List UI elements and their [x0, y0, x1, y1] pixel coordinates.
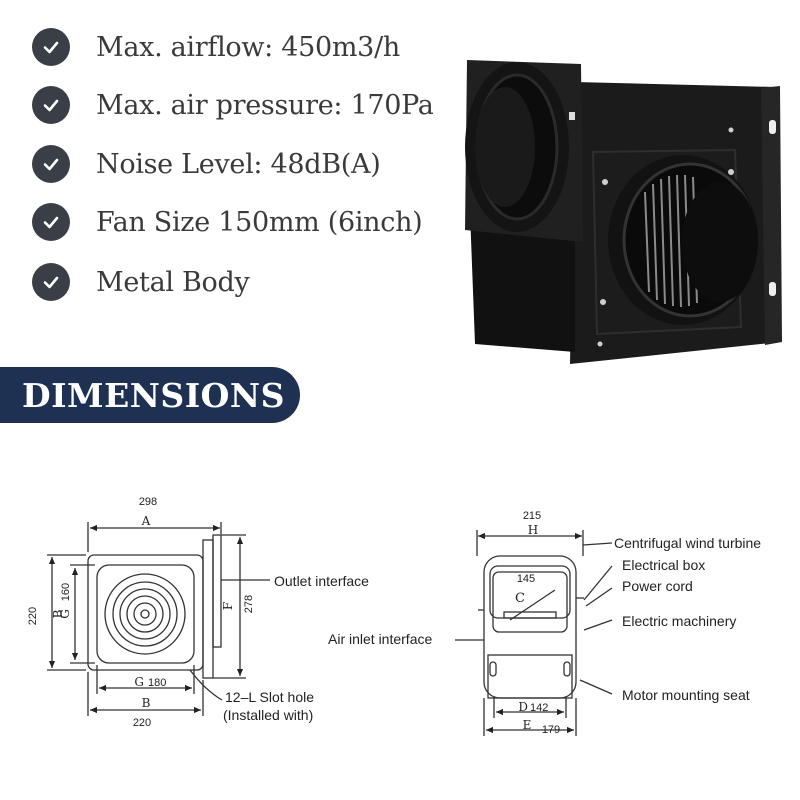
dim-179: 179	[542, 724, 560, 736]
letter-g-side: G	[58, 609, 72, 619]
letter-a: A	[141, 514, 151, 528]
dim-220-bottom: 220	[133, 717, 151, 729]
feature-text: Max. air pressure: 170Pa	[96, 89, 434, 121]
turbine-label: Centrifugal wind turbine	[614, 535, 761, 551]
feature-item: Max. air pressure: 170Pa	[32, 83, 434, 127]
letter-d: D	[518, 700, 528, 714]
feature-text: Noise Level: 48dB(A)	[96, 148, 381, 180]
dim-180: 180	[148, 677, 166, 689]
slot-hole-sublabel: (Installed with)	[223, 707, 313, 723]
electric-machinery-label: Electric machinery	[622, 613, 736, 629]
feature-text: Max. airflow: 450m3/h	[96, 31, 400, 63]
letter-c: C	[515, 591, 525, 606]
dim-220-left: 220	[27, 607, 39, 625]
power-cord-label: Power cord	[622, 578, 693, 594]
dim-142: 142	[530, 702, 548, 714]
feature-item: Fan Size 150mm (6inch)	[32, 200, 423, 244]
letter-e: E	[523, 718, 532, 732]
outlet-interface-label: Outlet interface	[274, 573, 369, 589]
centrifugal-fan-image	[465, 60, 782, 364]
feature-text: Metal Body	[96, 266, 250, 298]
check-circle-icon	[32, 86, 70, 124]
letter-b-side: B	[51, 609, 65, 618]
feature-item: Metal Body	[32, 260, 250, 304]
slot-hole-label: 12–L Slot hole	[225, 689, 314, 705]
front-view-labels: 298 A 220 B 160 G 278 F G 180 B 220 Outl…	[27, 496, 369, 729]
check-circle-icon	[32, 28, 70, 66]
electrical-box-label: Electrical box	[622, 557, 705, 573]
dim-278: 278	[243, 595, 255, 613]
dim-298: 298	[139, 496, 157, 508]
check-circle-icon	[32, 203, 70, 241]
motor-seat-label: Motor mounting seat	[622, 687, 750, 703]
banner-title: DIMENSIONS	[22, 375, 285, 415]
feature-text: Fan Size 150mm (6inch)	[96, 206, 423, 238]
check-circle-icon	[32, 145, 70, 183]
check-circle-icon	[32, 263, 70, 301]
letter-h: H	[528, 523, 538, 537]
dim-160: 160	[60, 583, 72, 601]
letter-b-bottom: B	[142, 696, 151, 710]
dim-145: 145	[517, 573, 535, 585]
side-view-labels: 215 H 145 C D 142 E 179 Centrifugal wind…	[328, 510, 761, 736]
front-view	[47, 522, 270, 716]
feature-item: Max. airflow: 450m3/h	[32, 25, 400, 69]
dimension-diagram: 298 A 220 B 160 G 278 F G 180 B 220 Outl…	[27, 496, 761, 736]
air-inlet-label: Air inlet interface	[328, 631, 432, 647]
dim-215: 215	[523, 510, 541, 522]
side-view	[455, 530, 613, 736]
feature-item: Noise Level: 48dB(A)	[32, 142, 381, 186]
letter-g-bottom: G	[134, 675, 144, 689]
dimensions-banner: DIMENSIONS	[0, 367, 300, 423]
letter-f: F	[221, 602, 235, 610]
